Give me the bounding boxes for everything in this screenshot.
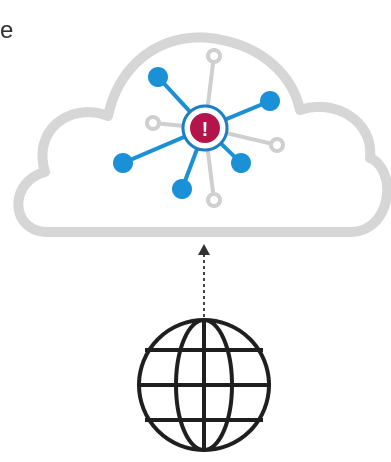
node-left-gray — [145, 115, 161, 131]
node-top-left — [148, 67, 168, 87]
node-bottom-right — [231, 153, 251, 173]
upward-dotted-arrow-icon — [198, 244, 210, 329]
network-nodes — [113, 48, 285, 208]
node-right-gray — [269, 137, 285, 153]
node-top-gray — [206, 48, 222, 64]
globe-icon — [137, 318, 271, 452]
partial-text-fragment: e — [0, 17, 14, 44]
node-bottom-gray — [206, 192, 222, 208]
node-right — [260, 91, 280, 111]
warning-hub-icon: ! — [181, 104, 229, 152]
cloud-outline — [13, 32, 391, 237]
node-left — [113, 153, 133, 173]
hub-core — [188, 111, 222, 145]
node-bottom-left — [172, 179, 192, 199]
warning-symbol: ! — [202, 119, 209, 141]
cloud-icon — [13, 32, 391, 237]
arrow-head — [198, 244, 210, 255]
